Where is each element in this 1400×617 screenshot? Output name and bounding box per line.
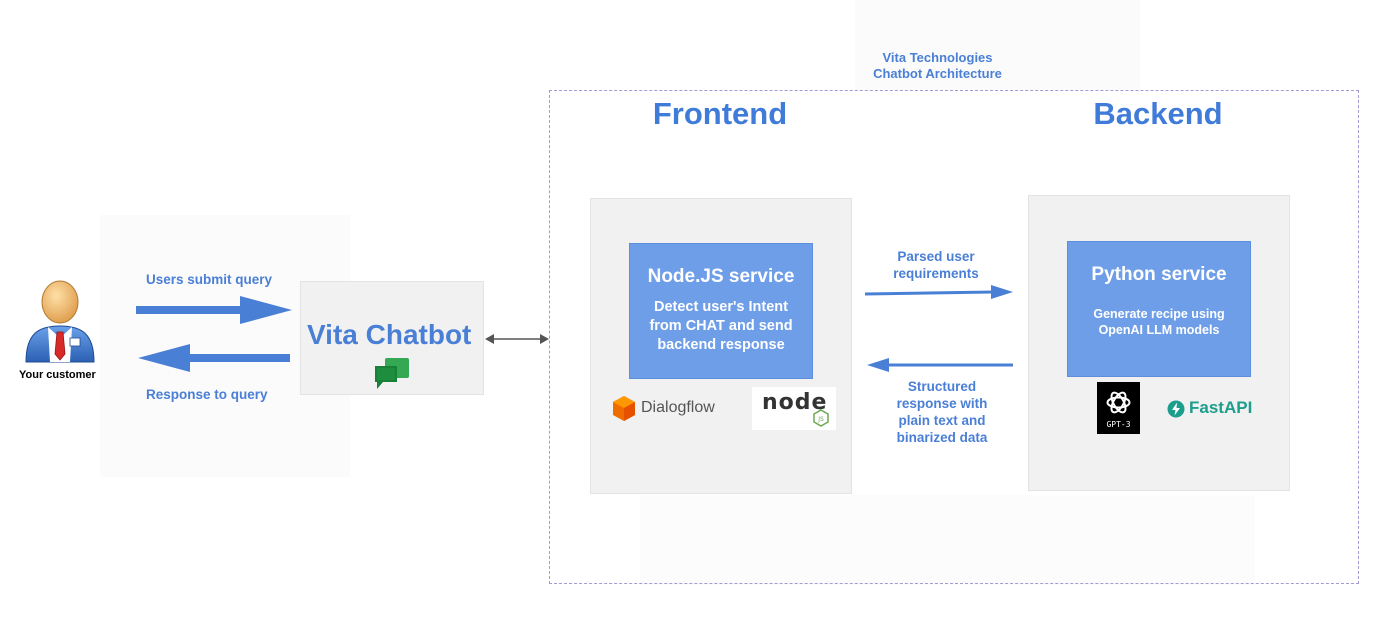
gpt3-label: GPT-3 xyxy=(1106,420,1131,429)
response-arrow xyxy=(138,344,290,372)
nodejs-desc-line3: backend response xyxy=(657,337,785,353)
structured-response-label: Structured response with plain text and … xyxy=(872,378,1012,446)
structured-line1: Structured xyxy=(907,379,977,394)
fastapi-label: FastAPI xyxy=(1189,398,1253,417)
structured-line3: plain text and xyxy=(898,413,986,428)
architecture-area-shade xyxy=(855,0,1140,90)
response-query-label: Response to query xyxy=(146,387,268,402)
nodejs-logo-text: node xyxy=(762,390,828,415)
customer-avatar-icon xyxy=(22,278,98,364)
fastapi-icon xyxy=(1167,400,1185,418)
dialogflow-logo: Dialogflow xyxy=(612,395,732,423)
chatbot-label: Vita Chatbot xyxy=(307,319,472,350)
chatbot-panel: Vita Chatbot xyxy=(300,281,484,395)
submit-arrow xyxy=(136,296,292,324)
dialogflow-label: Dialogflow xyxy=(641,399,715,416)
nodejs-hexagon-icon: JS xyxy=(813,409,829,427)
architecture-title: Vita Technologies Chatbot Architecture xyxy=(820,50,1055,82)
submit-query-label: Users submit query xyxy=(146,272,273,287)
structured-response-arrow xyxy=(867,358,1013,372)
openai-icon xyxy=(1106,391,1131,414)
nodejs-logo: node JS xyxy=(752,387,836,430)
python-desc-line2: OpenAI LLM models xyxy=(1098,323,1220,337)
nodejs-desc-line1: Detect user's Intent xyxy=(654,299,788,315)
python-service-description: Generate recipe using OpenAI LLM models xyxy=(1068,306,1250,338)
dialogflow-icon xyxy=(613,396,635,421)
fastapi-logo: FastAPI xyxy=(1167,398,1267,420)
nodejs-desc-line2: from CHAT and send xyxy=(649,318,793,334)
nodejs-service-description: Detect user's Intent from CHAT and send … xyxy=(630,298,812,355)
nodejs-service-title: Node.JS service xyxy=(647,266,795,287)
chatbot-frontend-connector xyxy=(485,334,549,344)
bottom-area-shade xyxy=(640,495,1255,585)
architecture-boundary xyxy=(549,90,1359,584)
svg-text:JS: JS xyxy=(817,416,824,423)
nodejs-service-box: Node.JS service Detect user's Intent fro… xyxy=(629,243,813,379)
gpt3-logo: GPT-3 xyxy=(1097,382,1140,434)
structured-line4: binarized data xyxy=(896,430,988,445)
chat-bubbles-icon xyxy=(373,356,411,392)
customer-label: Your customer xyxy=(19,369,96,381)
parsed-requirements-label: Parsed user requirements xyxy=(866,248,1006,282)
frontend-title: Frontend xyxy=(652,96,788,131)
python-desc-line1: Generate recipe using xyxy=(1093,307,1225,321)
architecture-title-line1: Vita Technologies xyxy=(882,50,993,65)
parsed-line1: Parsed user xyxy=(897,249,975,264)
parsed-requirements-arrow xyxy=(865,285,1013,299)
python-service-title: Python service xyxy=(1091,264,1227,285)
architecture-title-line2: Chatbot Architecture xyxy=(873,66,1002,81)
backend-title: Backend xyxy=(1093,96,1223,131)
python-service-box: Python service Generate recipe using Ope… xyxy=(1067,241,1251,377)
structured-line2: response with xyxy=(896,396,988,411)
parsed-line2: requirements xyxy=(893,266,979,281)
